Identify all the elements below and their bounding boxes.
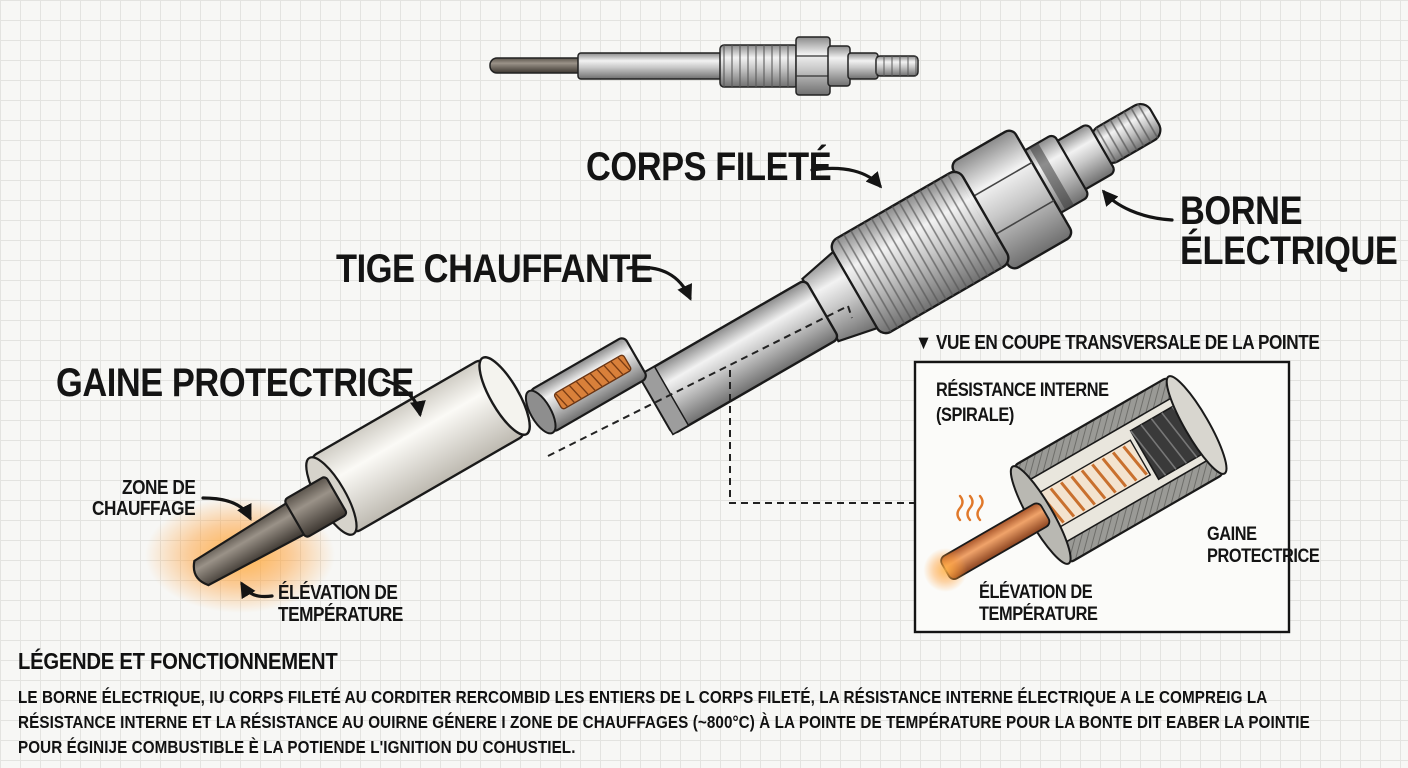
rod-detail-bracket xyxy=(547,305,853,457)
reference-glow-plug xyxy=(489,36,919,96)
inset-label-temp-line1: ÉLÉVATION DE xyxy=(979,582,1093,603)
label-heating-zone-line2: CHAUFFAGE xyxy=(92,498,196,520)
label-temp-rise-line1: ÉLÉVATION DE xyxy=(278,582,398,604)
inset-leader-line xyxy=(729,370,915,504)
inset-label-resistance-line1: RÉSISTANCE INTERNE xyxy=(936,380,1109,401)
label-electrical-terminal-line1: BORNE xyxy=(1180,189,1303,233)
label-temp-rise-line2: TEMPÉRATURE xyxy=(278,604,403,626)
inset-panel xyxy=(913,360,1291,634)
label-heating-zone-line1: ZONE DE xyxy=(122,477,196,499)
inset-title: ▼ VUE EN COUPE TRANSVERSALE DE LA POINTE xyxy=(915,332,1320,354)
inset-label-resistance-line2: (SPIRALE) xyxy=(936,405,1014,426)
heating-rod xyxy=(524,337,647,435)
cross-section-drawing xyxy=(923,375,1228,592)
main-glow-plug xyxy=(145,101,1162,613)
label-heating-rod: TIGE CHAUFFANTE xyxy=(336,247,653,291)
inset-label-temp-line2: TEMPÉRATURE xyxy=(979,604,1098,625)
label-protective-sheath: GAINE PROTECTRICE xyxy=(56,361,414,405)
label-electrical-terminal-line2: ÉLECTRIQUE xyxy=(1180,229,1398,273)
heating-tip xyxy=(192,476,348,587)
heat-waves-icon xyxy=(956,494,984,522)
legend-body: LE BORNE ÉLECTRIQUE, IU CORPS FILETÉ AU … xyxy=(18,687,1310,757)
legend-title: LÉGENDE ET FONCTIONNEMENT xyxy=(18,648,338,674)
inset-label-sheath-line2: PROTECTRICE xyxy=(1207,546,1320,567)
label-threaded-body: CORPS FILETÉ xyxy=(586,145,832,189)
inset-label-sheath-line1: GAINE xyxy=(1207,524,1257,545)
plug-body-assembly xyxy=(637,101,1162,436)
